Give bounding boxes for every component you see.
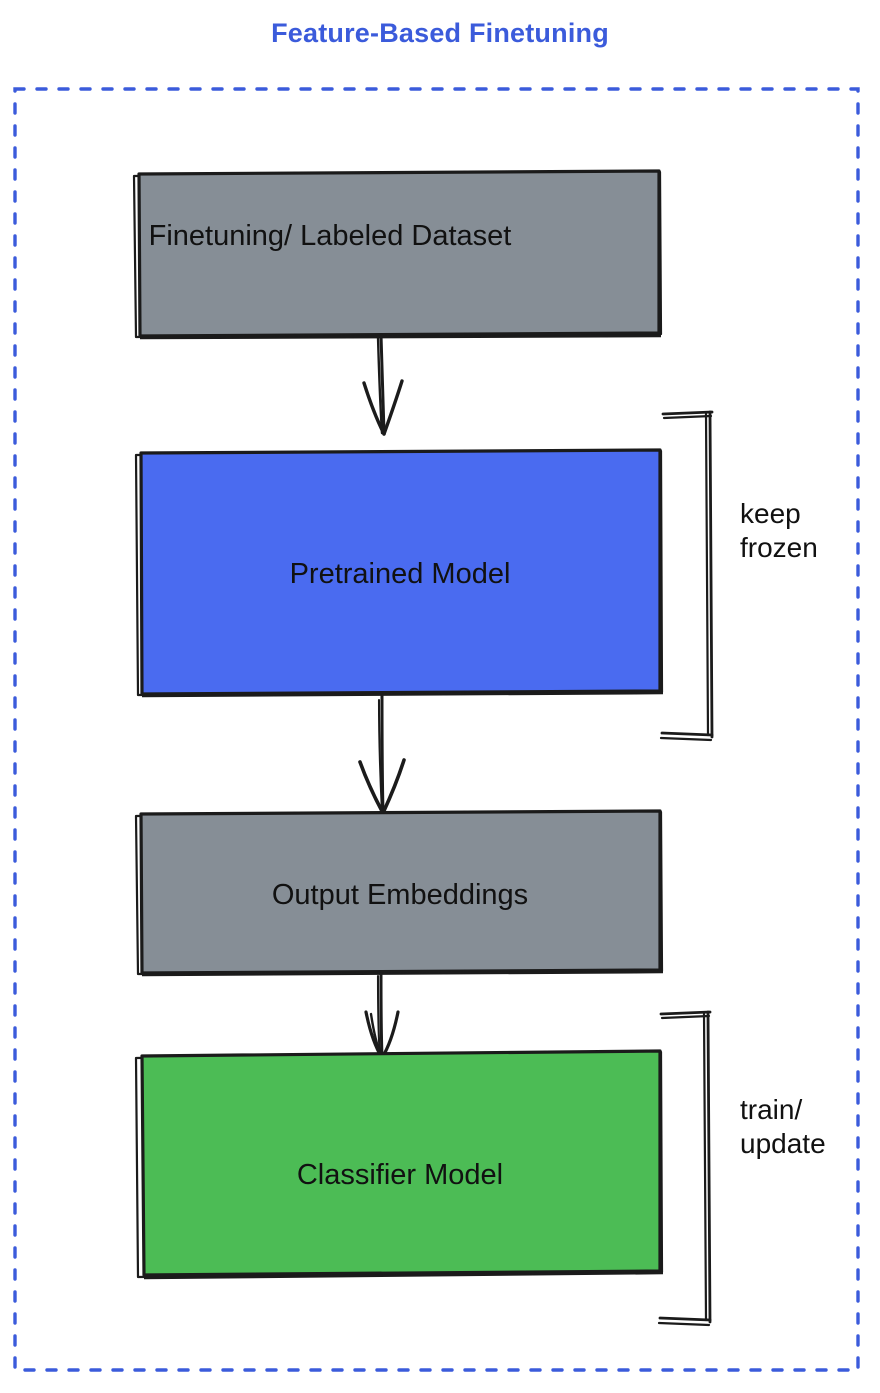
bracket-train-update <box>657 1010 712 1327</box>
node-shape <box>137 169 661 338</box>
node-shape <box>140 1049 662 1277</box>
node-shadow-stroke <box>143 1271 664 1280</box>
edge-pretrained-to-embeddings <box>358 694 406 815</box>
node-shadow-stroke <box>141 970 664 977</box>
node-pretrained-model[interactable] <box>134 448 664 698</box>
edge-embeddings-to-classifier <box>364 972 400 1060</box>
node-shadow-stroke <box>139 334 662 340</box>
node-shape <box>139 809 662 975</box>
edge-dataset-to-pretrained <box>362 333 404 436</box>
dashed-outline-frame <box>13 87 860 1372</box>
bracket-label-train-update: train/ update <box>740 1094 826 1160</box>
node-finetuning-dataset[interactable] <box>132 169 663 340</box>
bracket-label-keep-frozen: keep frozen <box>740 498 818 564</box>
page-title: Feature-Based Finetuning <box>271 18 609 48</box>
node-shadow-stroke <box>141 691 664 698</box>
bracket-keep-frozen <box>659 410 714 742</box>
node-classifier-model[interactable] <box>134 1049 664 1280</box>
node-output-embeddings[interactable] <box>134 809 664 977</box>
node-shape <box>139 448 662 696</box>
